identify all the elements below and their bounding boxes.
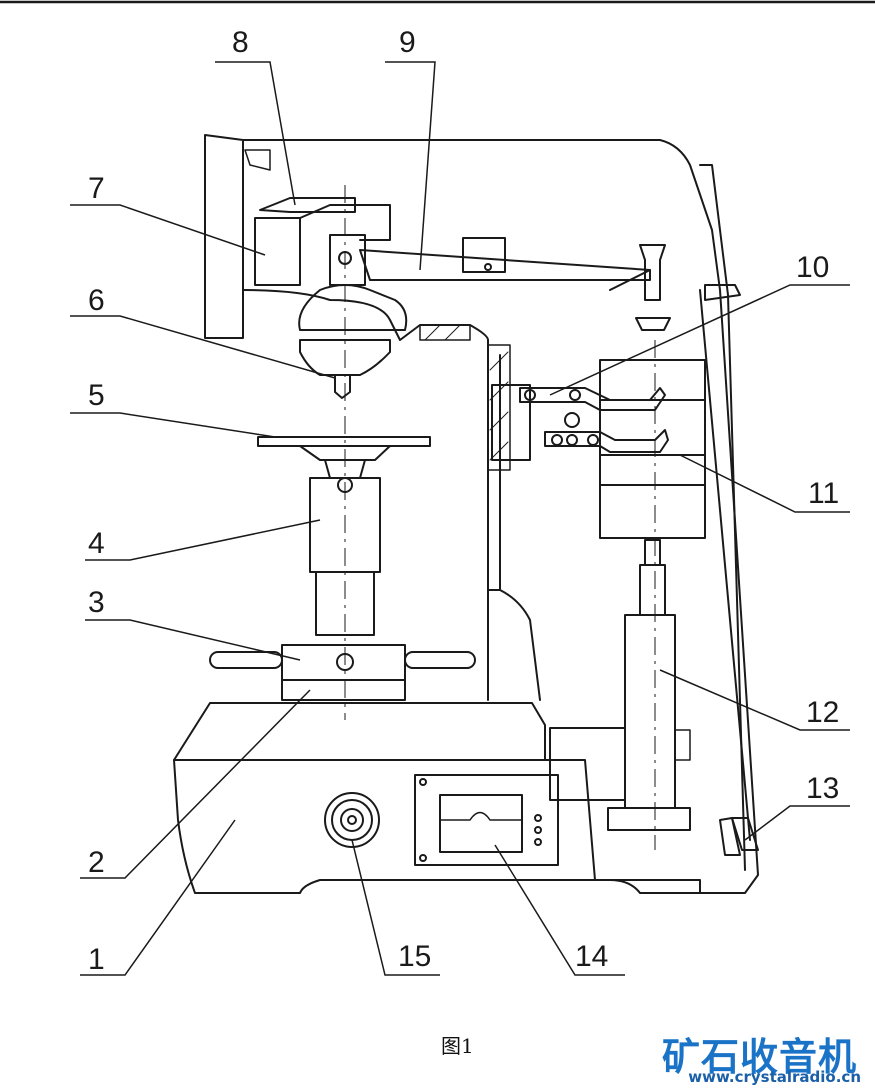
label-8: 8 (232, 26, 249, 59)
link-upper (519, 387, 666, 411)
label-3: 3 (88, 586, 105, 619)
main-lever-9 (359, 249, 651, 281)
label-13: 13 (806, 772, 839, 805)
leader-2 (80, 689, 311, 879)
lever-mount (254, 204, 391, 286)
knob-15 (324, 792, 380, 848)
leader-3 (85, 619, 301, 661)
frame-hatch (419, 324, 511, 471)
column-base-2 (281, 679, 406, 701)
control-panel-14 (414, 774, 559, 866)
label-9: 9 (399, 26, 416, 59)
leader-7 (70, 204, 266, 256)
base-body (173, 702, 701, 894)
leader-14 (494, 844, 625, 976)
label-6: 6 (88, 284, 105, 317)
label-11: 11 (808, 477, 839, 510)
leader-8 (215, 61, 296, 206)
handle-13 (731, 817, 759, 851)
lever-arm-8 (259, 197, 356, 213)
label-14: 14 (575, 940, 608, 973)
link-lower (544, 429, 669, 453)
leader-15 (351, 839, 440, 976)
label-4: 4 (88, 527, 105, 560)
watermark-url: www.crystalradio.cn (688, 1068, 861, 1086)
label-1: 1 (88, 943, 105, 976)
link-bracket (491, 384, 531, 461)
leader-9 (385, 61, 436, 271)
label-12: 12 (806, 696, 839, 729)
leader-1 (80, 819, 236, 976)
leader-12 (659, 669, 850, 731)
indenter-tip (334, 374, 351, 399)
label-7: 7 (88, 172, 105, 205)
figure-caption: 图1 (441, 1034, 474, 1058)
indenter-head (299, 339, 391, 376)
leader-6 (70, 315, 336, 379)
label-5: 5 (88, 379, 105, 412)
anvil-plate (257, 436, 431, 447)
handwheel-3 (281, 644, 406, 681)
frame-throat-curve (242, 289, 489, 341)
label-10: 10 (796, 251, 829, 284)
spring-column-12 (624, 614, 676, 809)
leader-13 (744, 805, 850, 841)
watermark-title: 矿石收音机 (661, 1035, 857, 1079)
leader-5 (70, 412, 276, 438)
frame-inner-back (699, 164, 746, 871)
leader-10 (549, 284, 850, 396)
lifting-screw (309, 477, 381, 573)
leader-4 (85, 519, 321, 561)
upper-head (298, 284, 408, 331)
frame-throat (204, 134, 759, 894)
dashpot-11 (599, 359, 706, 539)
label-2: 2 (88, 846, 105, 879)
leader-11 (679, 454, 850, 513)
label-15: 15 (398, 940, 431, 973)
rod (699, 289, 751, 841)
weight-hanger (639, 244, 666, 301)
